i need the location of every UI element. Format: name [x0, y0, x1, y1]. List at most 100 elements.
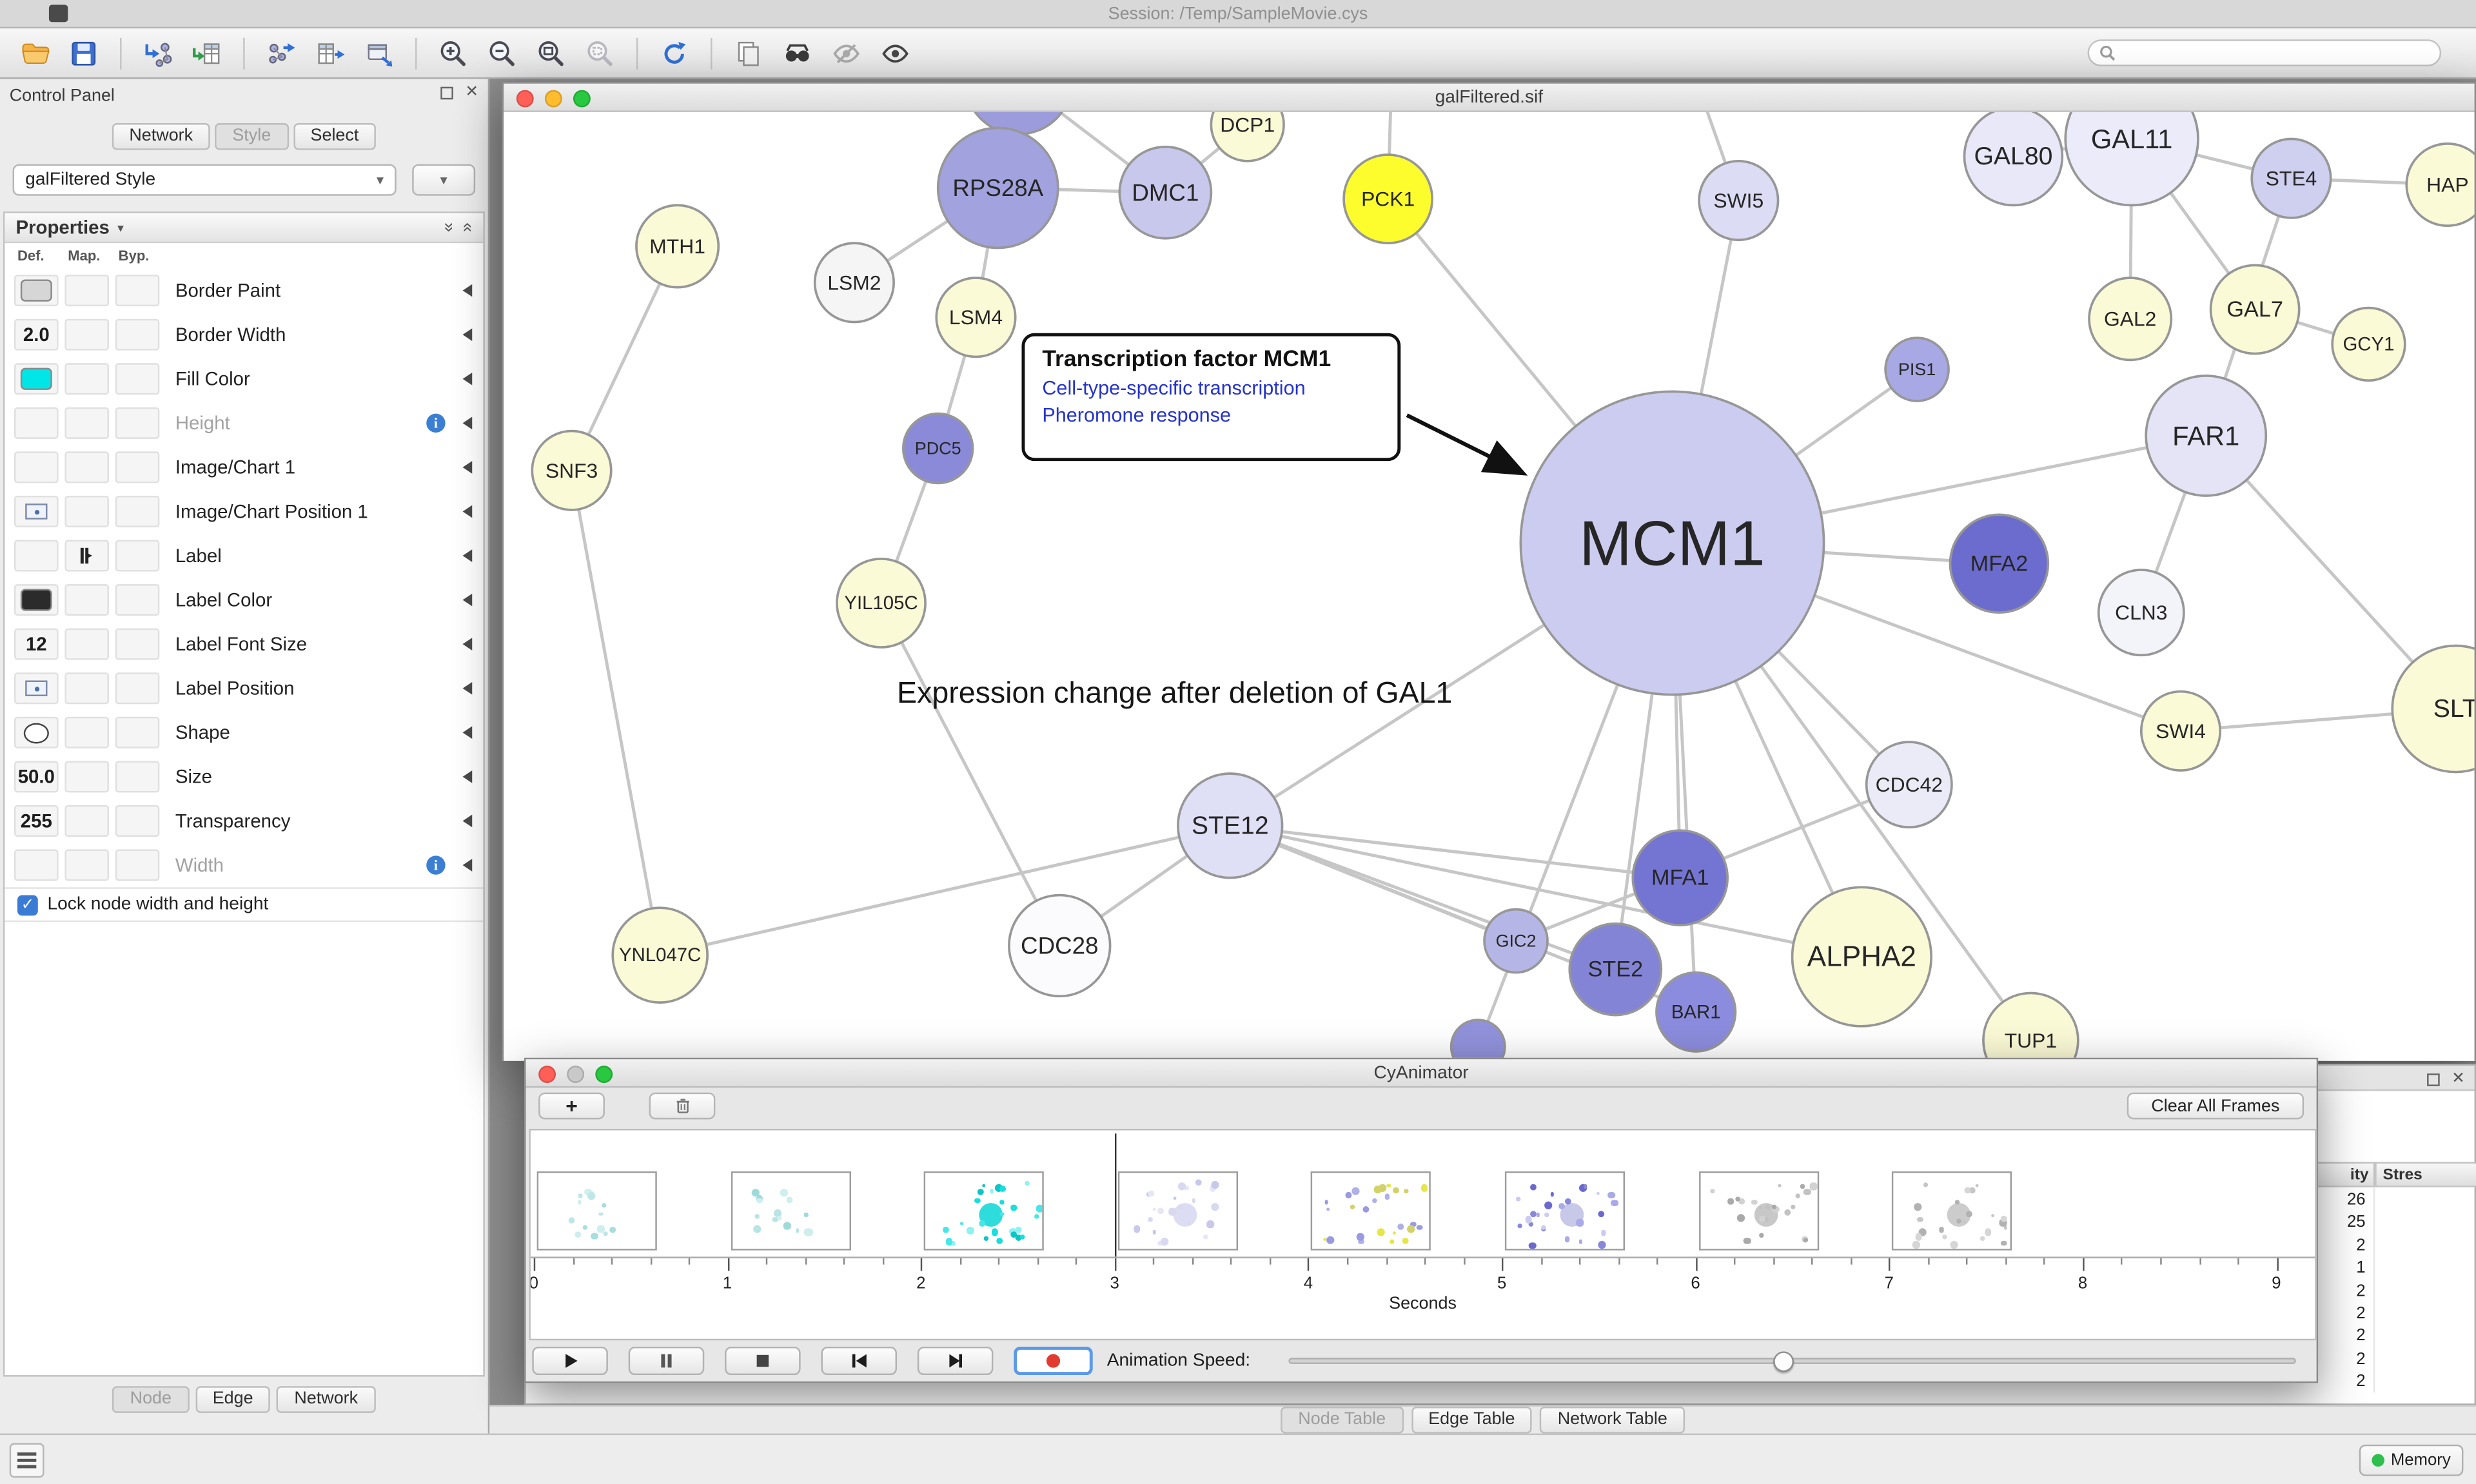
expand-all-icon[interactable]: «: [458, 222, 477, 233]
mapping-cell[interactable]: ▸: [64, 540, 109, 572]
zoom-fit-icon[interactable]: [532, 34, 570, 72]
frame-thumbnail-3[interactable]: [1117, 1171, 1238, 1251]
network-node-PDC5[interactable]: [901, 412, 974, 485]
frame-thumbnail-7[interactable]: [1892, 1171, 2012, 1251]
network-node-YNL047C[interactable]: [611, 906, 709, 1004]
close-panel-icon[interactable]: ✕: [465, 83, 479, 101]
expand-row-icon[interactable]: [462, 638, 473, 650]
delete-frame-button[interactable]: [649, 1092, 716, 1120]
property-row-image-chart-1[interactable]: Image/Chart 1: [5, 445, 483, 490]
network-node-GCY1[interactable]: [2331, 306, 2406, 382]
expand-row-icon[interactable]: [462, 328, 473, 341]
tab-network[interactable]: Network: [277, 1386, 376, 1413]
zoom-window-button[interactable]: [595, 1066, 613, 1084]
bypass-cell[interactable]: [115, 584, 160, 616]
zoom-out-icon[interactable]: [483, 34, 521, 72]
close-window-button[interactable]: [538, 1066, 556, 1084]
property-row-fill-color[interactable]: Fill Color: [5, 356, 483, 401]
save-icon[interactable]: [64, 34, 103, 72]
network-node-RPS28A[interactable]: [936, 126, 1059, 249]
frame-thumbnail-0[interactable]: [536, 1171, 657, 1251]
network-node-LSM4[interactable]: [935, 277, 1017, 358]
new-window-icon[interactable]: [360, 34, 398, 72]
network-node-SLT[interactable]: [2391, 644, 2475, 774]
expand-row-icon[interactable]: [462, 859, 473, 872]
style-dropdown[interactable]: galFiltered Style ▾: [12, 164, 397, 196]
slider-thumb[interactable]: [1773, 1351, 1794, 1372]
mapping-cell[interactable]: [64, 275, 109, 307]
network-node-LSM2[interactable]: [813, 242, 895, 324]
previous-button[interactable]: [821, 1346, 898, 1376]
info-icon[interactable]: i: [426, 413, 446, 433]
search-input[interactable]: [2122, 44, 2430, 62]
table-cell[interactable]: 2: [2356, 1372, 2366, 1392]
next-button[interactable]: [917, 1346, 994, 1376]
pause-button[interactable]: [628, 1346, 705, 1376]
network-node-GAL2[interactable]: [2088, 277, 2173, 362]
network-node-PCK1[interactable]: [1342, 153, 1434, 244]
lock-size-checkbox[interactable]: ✓: [17, 894, 38, 915]
tab-edge-table[interactable]: Edge Table: [1411, 1407, 1533, 1434]
minimize-window-button[interactable]: [567, 1066, 585, 1084]
default-value-cell[interactable]: [14, 849, 59, 881]
network-node-CDC28[interactable]: [1008, 893, 1112, 998]
network-node-STE2[interactable]: [1568, 922, 1663, 1017]
network-node-SWI4[interactable]: [2139, 690, 2222, 772]
property-row-image-chart-position-1[interactable]: Image/Chart Position 1: [5, 489, 483, 534]
mapping-cell[interactable]: [64, 805, 109, 837]
refresh-icon[interactable]: [655, 34, 693, 72]
table-cell[interactable]: 2: [2356, 1281, 2366, 1300]
expand-row-icon[interactable]: [462, 814, 473, 828]
mapping-cell[interactable]: [64, 407, 109, 439]
default-value-cell[interactable]: [14, 451, 59, 483]
mapping-cell[interactable]: [64, 451, 109, 483]
copy-icon[interactable]: [729, 34, 767, 72]
mapping-cell[interactable]: [64, 761, 109, 793]
network-node-STE12[interactable]: [1177, 772, 1284, 879]
property-row-border-paint[interactable]: Border Paint: [5, 268, 483, 313]
open-icon[interactable]: [15, 34, 54, 72]
record-button[interactable]: [1014, 1346, 1093, 1376]
mapping-cell[interactable]: [64, 672, 109, 705]
expand-row-icon[interactable]: [462, 284, 473, 297]
cyanimator-titlebar[interactable]: CyAnimator: [526, 1059, 2317, 1088]
network-node-BAR1[interactable]: [1655, 971, 1737, 1053]
panel-list-button[interactable]: [9, 1443, 44, 1478]
property-row-label-color[interactable]: Label Color: [5, 578, 483, 622]
playhead[interactable]: [1114, 1133, 1117, 1257]
zoom-window-button[interactable]: [573, 90, 591, 108]
import-network-icon[interactable]: [139, 34, 177, 72]
float-panel-icon[interactable]: [440, 86, 453, 100]
network-node-GAL7[interactable]: [2209, 264, 2301, 355]
expand-row-icon[interactable]: [462, 461, 473, 474]
table-column-header[interactable]: ity: [2316, 1162, 2375, 1187]
collapse-all-icon[interactable]: »: [438, 222, 458, 233]
default-value-cell[interactable]: [14, 275, 59, 307]
network-node-GIC2[interactable]: [1483, 908, 1549, 974]
property-row-shape[interactable]: Shape: [5, 710, 483, 755]
table-column-header[interactable]: Stres: [2375, 1162, 2476, 1187]
export-network-icon[interactable]: [262, 34, 300, 72]
bypass-cell[interactable]: [115, 407, 160, 439]
network-node-CLN3[interactable]: [2097, 569, 2185, 657]
bypass-cell[interactable]: [115, 540, 160, 572]
network-node-SNF3[interactable]: [531, 429, 613, 511]
network-node-partial[interactable]: [1449, 1019, 1506, 1061]
close-window-button[interactable]: [516, 90, 534, 108]
bypass-cell[interactable]: [115, 451, 160, 483]
network-node-DCP1[interactable]: [1210, 112, 1285, 162]
network-node-DMC1[interactable]: [1118, 145, 1213, 240]
play-button[interactable]: [532, 1346, 608, 1376]
default-value-cell[interactable]: 50.0: [14, 761, 59, 793]
expand-row-icon[interactable]: [462, 416, 473, 430]
default-value-cell[interactable]: [14, 495, 59, 527]
zoom-in-icon[interactable]: [434, 34, 472, 72]
minimize-window-button[interactable]: [544, 90, 562, 108]
first-neighbors-icon[interactable]: [778, 34, 816, 72]
table-cell[interactable]: 2: [2356, 1303, 2366, 1323]
network-window-titlebar[interactable]: galFiltered.sif: [504, 83, 2475, 112]
